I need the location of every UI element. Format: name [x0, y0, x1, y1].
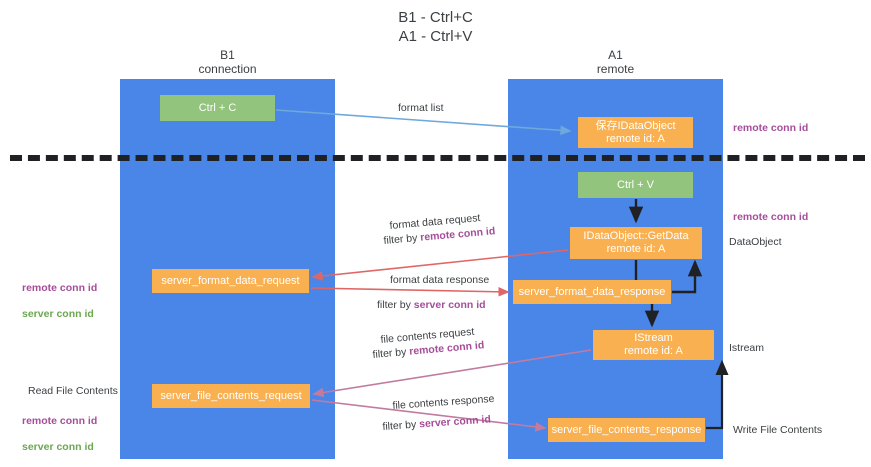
edge-label-file-contents-response: file contents response — [392, 392, 495, 412]
box-server-file-contents-response[interactable]: server_file_contents_response — [548, 418, 705, 442]
swimlane-title-a1: A1 remote — [596, 48, 635, 76]
page-title: B1 - Ctrl+C A1 - Ctrl+V — [398, 9, 473, 45]
box-istream[interactable]: IStream remote id: A — [593, 330, 714, 360]
filter-by-text-3: filter by — [372, 345, 410, 361]
annotation-conn-ids-lower: remote conn id server conn id — [22, 402, 97, 454]
filter-by-text-4: filter by — [382, 418, 420, 433]
annotation-conn-ids-upper: remote conn id server conn id — [22, 269, 97, 321]
server-conn-id-text-2: server conn id — [418, 413, 492, 431]
annotation-server-conn-id-2: server conn id — [22, 441, 94, 453]
annotation-dataobject: DataObject — [729, 236, 782, 248]
box-server-format-data-request[interactable]: server_format_data_request — [152, 269, 309, 293]
annotation-remote-conn-id: remote conn id — [22, 282, 98, 294]
annotation-istream: Istream — [729, 342, 765, 354]
edge-label-filter-server-1: filter by server conn id — [377, 298, 486, 312]
annotation-remote-conn-id-mid: remote conn id — [733, 211, 809, 223]
server-conn-id-text-1: server conn id — [413, 299, 486, 311]
swimlane-title-b1: B1 connection — [198, 48, 257, 76]
box-ctrl-c[interactable]: Ctrl + C — [160, 95, 275, 121]
edge-label-filter-server-2: filter by server conn id — [382, 412, 491, 434]
edge-label-format-data-response: format data response — [390, 274, 490, 286]
box-server-file-contents-request[interactable]: server_file_contents_request — [152, 384, 310, 408]
annotation-remote-conn-id-2: remote conn id — [22, 415, 98, 427]
edge-label-format-list: format list — [398, 102, 444, 114]
box-ctrl-v[interactable]: Ctrl + V — [578, 172, 693, 198]
box-server-format-data-response[interactable]: server_format_data_response — [513, 280, 671, 304]
annotation-write-file-contents: Write File Contents — [733, 424, 823, 436]
annotation-read-file-contents: Read File Contents — [28, 385, 118, 397]
filter-by-text-2: filter by — [377, 299, 414, 311]
phase-divider — [10, 155, 865, 161]
filter-by-text-1: filter by — [383, 231, 421, 247]
annotation-server-conn-id: server conn id — [22, 308, 94, 320]
annotation-remote-conn-id-top: remote conn id — [733, 122, 809, 134]
box-idataobject-getdata[interactable]: IDataObject::GetData remote id: A — [570, 227, 702, 259]
box-idataobject[interactable]: 保存IDataObject remote id: A — [578, 117, 693, 148]
